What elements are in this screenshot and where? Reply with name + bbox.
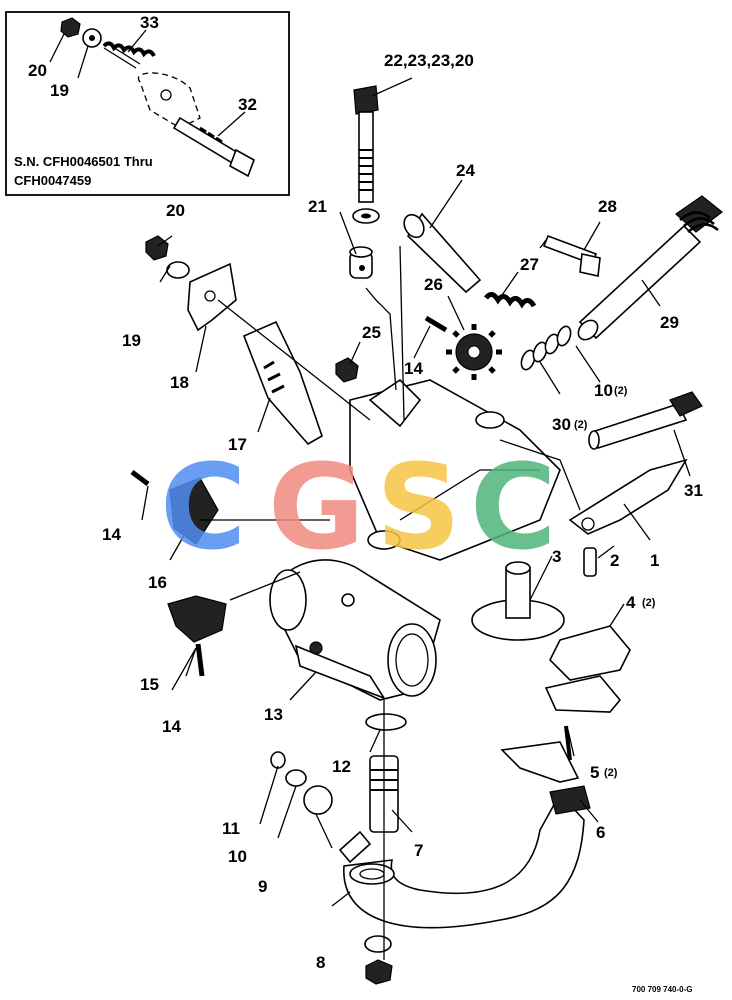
callout-24: 24 [456,161,475,180]
qty-4: (2) [642,597,656,609]
callout-9: 9 [258,877,267,896]
callout-19: 19 [122,331,141,350]
bushing-21 [349,246,373,279]
callout-14-lower: 14 [162,717,181,736]
callout-3: 3 [552,547,561,566]
inset-box: 20 19 33 32 S.N. CFH0046501 Thru CFH0047… [5,11,290,196]
watermark-letter-1: C [160,438,247,576]
callout-20: 20 [166,201,185,220]
hub-3 [471,561,565,641]
main-parts [130,77,723,985]
callout-6: 6 [596,823,605,842]
shaft-29 [577,195,723,341]
washers-30 [520,325,572,371]
qty-30: (2) [574,419,588,431]
watermark-letter-3: S [376,438,461,576]
callout-11: 11 [222,819,240,838]
callout-1: 1 [650,551,659,570]
bolt-22 [352,85,380,224]
callout-4: 4 [626,593,636,612]
watermark: C G S C [160,438,557,576]
callout-10-upper: 10 [594,381,613,400]
watermark-letter-4: C [470,438,557,576]
callout-13: 13 [264,705,283,724]
inset-callout-20: 20 [28,61,47,80]
shaft-31 [588,391,703,450]
inset-callout-32: 32 [238,95,257,114]
callout-14-upper: 14 [404,359,423,378]
plates-4 [544,625,631,713]
inset-callout-19: 19 [50,81,69,100]
callout-21: 21 [308,197,327,216]
callout-27: 27 [520,255,539,274]
callout-22: 22,23,23,20 [384,51,474,70]
callout-12: 12 [332,757,351,776]
spring-33 [102,41,156,69]
frame-main [349,378,561,561]
callout-14-mid: 14 [102,525,121,544]
inset-serial-line2: CFH0047459 [14,173,91,188]
inset-callout-33: 33 [140,13,159,32]
callout-7: 7 [414,841,423,860]
figure-id: 700 709 740-0-G [632,985,693,994]
qty-10: (2) [614,385,628,397]
callout-10-lower: 10 [228,847,247,866]
bolt-28 [542,234,601,277]
pedal-8 [338,792,585,929]
callout-labels: 22,23,23,20 24 28 21 20 27 26 29 19 25 1… [102,51,703,994]
callout-26: 26 [424,275,443,294]
callout-18: 18 [170,373,189,392]
callout-17: 17 [228,435,247,454]
callout-2: 2 [610,551,619,570]
gear-26 [446,324,502,380]
inset-serial-line1: S.N. CFH0046501 Thru [14,154,153,169]
callout-15: 15 [140,675,159,694]
callout-29: 29 [660,313,679,332]
callout-31: 31 [684,481,703,500]
watermark-letter-2: G [268,438,365,576]
housing-13 [269,559,441,701]
callout-16: 16 [148,573,167,592]
callout-30: 30 [552,415,571,434]
callout-5: 5 [590,763,599,782]
callout-28: 28 [598,197,617,216]
qty-5: (2) [604,767,618,779]
callout-25: 25 [362,323,381,342]
callout-8: 8 [316,953,325,972]
